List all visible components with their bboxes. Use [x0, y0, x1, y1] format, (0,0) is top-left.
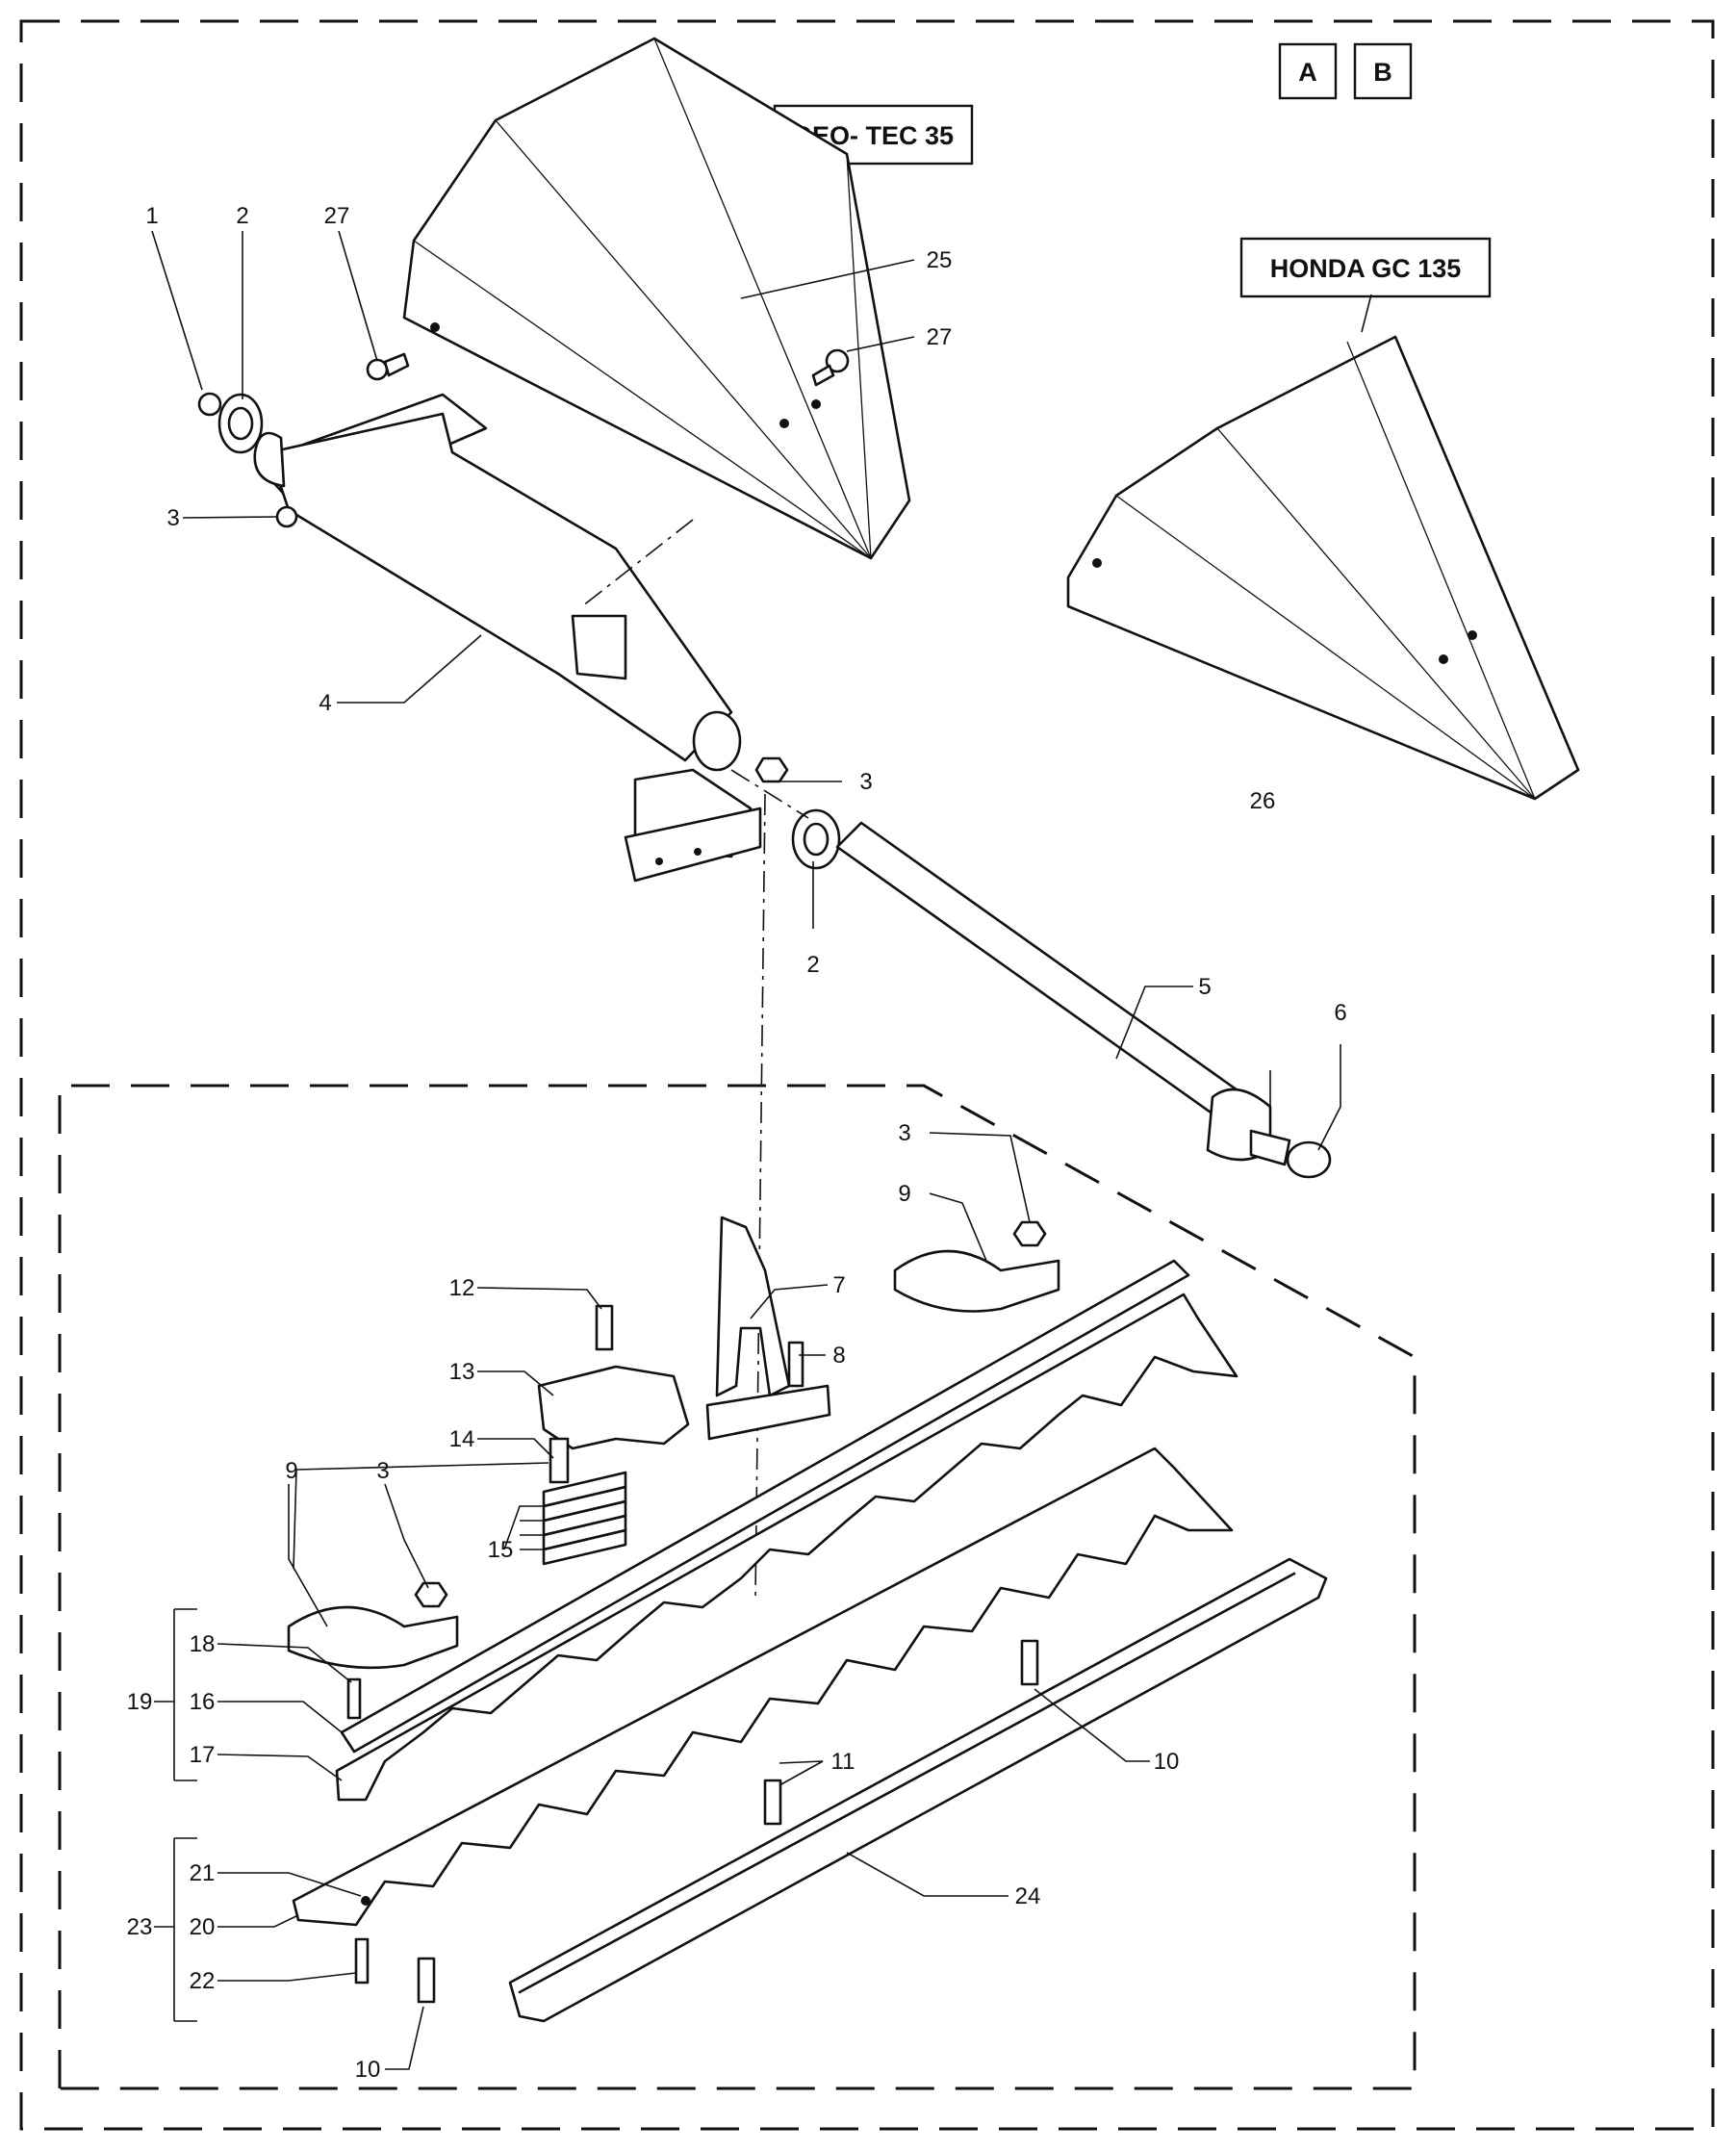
callout-5: 5: [1198, 974, 1211, 1000]
callout-8: 8: [832, 1343, 845, 1369]
knife-bar-20: [292, 1447, 1234, 1927]
nut-3a: [275, 505, 298, 528]
callout-3c: 3: [898, 1120, 910, 1146]
bolt-10b: [417, 1957, 436, 2004]
badge-b: B: [1353, 42, 1413, 100]
bolt-8: [787, 1341, 804, 1388]
callout-17: 17: [190, 1742, 216, 1768]
callout-26: 26: [1250, 788, 1276, 814]
bracket-7: [705, 1216, 831, 1441]
nut-3c: [1012, 1220, 1047, 1247]
callout-3a: 3: [166, 505, 179, 531]
rivet-18: [346, 1677, 362, 1720]
guard-9b: [287, 1605, 459, 1670]
honda-label: HONDA GC 135: [1239, 237, 1492, 298]
callout-3b: 3: [859, 769, 872, 795]
shield-26: [1066, 335, 1580, 801]
callout-15: 15: [488, 1537, 514, 1563]
nut-3b: [754, 756, 789, 783]
plate-13: [537, 1365, 690, 1450]
rivet-22: [354, 1937, 370, 1985]
cutter-bar-frame: [58, 1084, 1417, 2090]
callout-10b: 10: [355, 2057, 381, 2083]
callout-7: 7: [832, 1272, 845, 1298]
rivet-21: [361, 1896, 370, 1906]
callout-22: 22: [190, 1968, 216, 1994]
screw-27b: [811, 348, 850, 387]
bearing-2a: [217, 393, 264, 454]
callout-9b: 9: [285, 1458, 297, 1484]
knife-bar-16: [340, 1259, 1190, 1754]
callout-9a: 9: [898, 1181, 910, 1207]
screw-27a: [366, 352, 410, 381]
callout-6: 6: [1334, 1000, 1346, 1026]
outer-frame: [19, 19, 1715, 2131]
callout-27a: 27: [324, 203, 350, 229]
callout-20: 20: [190, 1914, 216, 1940]
callout-23: 23: [127, 1914, 153, 1940]
callout-3d: 3: [376, 1458, 389, 1484]
bushing-6: [1286, 1140, 1332, 1179]
bearing-2b: [791, 808, 841, 870]
guard-9a: [893, 1249, 1060, 1313]
svg-text:A: A: [1298, 58, 1317, 87]
callout-16: 16: [190, 1689, 216, 1715]
callout-13: 13: [449, 1359, 475, 1385]
callout-14: 14: [449, 1426, 475, 1452]
shaft-5: [835, 821, 1291, 1166]
svg-text:HONDA GC 135: HONDA GC 135: [1270, 254, 1462, 283]
tube-4: [253, 393, 762, 883]
callout-2a: 2: [236, 203, 248, 229]
bolt-10a: [1020, 1639, 1039, 1686]
svg-text:B: B: [1373, 58, 1392, 87]
callout-10a: 10: [1154, 1749, 1180, 1775]
badge-a: A: [1278, 42, 1338, 100]
bolt-12: [595, 1304, 614, 1351]
bolt-11: [763, 1779, 782, 1826]
nut-3d: [414, 1581, 448, 1608]
callout-18: 18: [190, 1631, 216, 1657]
callout-21: 21: [190, 1860, 216, 1886]
ring-1: [197, 392, 222, 417]
shield-25: [402, 37, 911, 560]
callout-12: 12: [449, 1275, 475, 1301]
callout-24: 24: [1015, 1883, 1041, 1909]
callout-4: 4: [319, 690, 331, 716]
rail-24: [508, 1557, 1328, 2023]
shims-15: [542, 1471, 627, 1566]
callout-1: 1: [145, 203, 158, 229]
callout-11: 11: [831, 1749, 855, 1775]
callout-27b: 27: [927, 324, 953, 350]
callout-25: 25: [927, 247, 953, 273]
bolt-14: [549, 1437, 570, 1484]
knife-sections-17: [335, 1293, 1238, 1802]
callout-19: 19: [127, 1689, 153, 1715]
callout-2b: 2: [806, 952, 819, 978]
